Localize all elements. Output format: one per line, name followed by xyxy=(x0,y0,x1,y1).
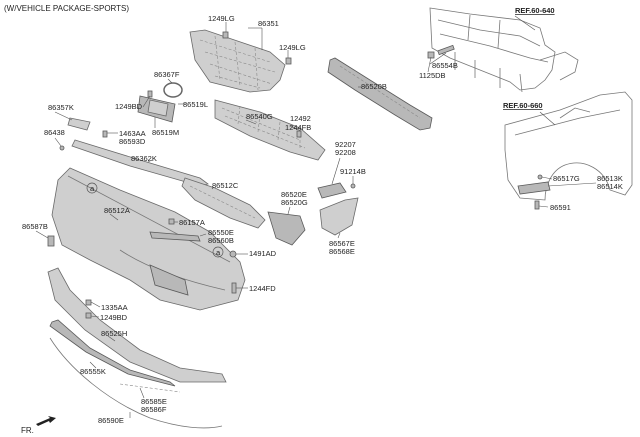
label-86586F: 86586F xyxy=(141,405,167,414)
label-1249BD-b: 1249BD xyxy=(100,313,128,322)
ref-60-640[interactable]: REF.60-640 xyxy=(515,6,555,15)
label-86512A: 86512A xyxy=(104,206,130,215)
callout-a-1 xyxy=(86,182,98,194)
label-86514K: 86514K xyxy=(597,182,623,191)
package-header: (W/VEHICLE PACKAGE-SPORTS) xyxy=(4,4,129,13)
label-86540G: 86540G xyxy=(246,112,273,121)
clip-1249LG-a xyxy=(222,31,229,39)
label-86362K: 86362K xyxy=(131,154,157,163)
clip-86157A xyxy=(168,218,175,225)
label-86438: 86438 xyxy=(44,128,65,137)
bracket-86587B xyxy=(47,235,55,247)
emblem-86367F xyxy=(163,82,183,98)
label-86560B: 86560B xyxy=(208,236,234,245)
label-86351: 86351 xyxy=(258,19,279,28)
screw-1244FD xyxy=(231,282,237,294)
absorber-86520B xyxy=(327,57,433,131)
fender-drawing xyxy=(504,91,633,201)
skid-86555K xyxy=(49,319,176,387)
label-1249LG-a: 1249LG xyxy=(208,14,235,23)
front-bumper-86512A xyxy=(51,167,246,311)
label-12492: 12492 xyxy=(290,114,311,123)
label-86520G: 86520G xyxy=(281,198,308,207)
garnish-86585E xyxy=(119,383,181,393)
callout-a-2 xyxy=(212,246,224,258)
label-86517G: 86517G xyxy=(553,174,580,183)
label-1125DB: 1125DB xyxy=(419,71,446,80)
label-86157A: 86157A xyxy=(179,218,205,227)
label-1335AA: 1335AA xyxy=(101,303,128,312)
label-86585E: 86585E xyxy=(141,397,167,406)
foglamp-92207 xyxy=(317,182,356,199)
label-86357K: 86357K xyxy=(48,103,74,112)
label-86513K: 86513K xyxy=(597,174,623,183)
label-86591: 86591 xyxy=(550,203,571,212)
cover-86567E xyxy=(319,197,359,236)
label-86520B: 86520B xyxy=(361,82,387,91)
lower-grille-86512C xyxy=(181,177,266,229)
label-86568E: 86568E xyxy=(329,247,355,256)
molding-86550E xyxy=(149,231,201,242)
label-86512C: 86512C xyxy=(212,181,239,190)
clip-1463AA xyxy=(102,130,108,138)
label-1491AD: 1491AD xyxy=(249,249,277,258)
label-1463AA: 1463AA xyxy=(119,129,146,138)
radiator-support-drawing xyxy=(429,7,579,93)
clip-1249BD-a xyxy=(147,90,153,98)
clip-1335AA xyxy=(85,299,92,306)
clip-12492 xyxy=(296,130,302,138)
center-grille-86540G xyxy=(214,99,326,161)
screw-86591 xyxy=(534,200,540,210)
label-92207: 92207 xyxy=(335,140,356,149)
label-91214B: 91214B xyxy=(340,167,366,176)
label-86567E: 86567E xyxy=(329,239,355,248)
label-86554B: 86554B xyxy=(432,61,458,70)
label-86367F: 86367F xyxy=(154,70,180,79)
clip-1249LG-b xyxy=(285,57,292,65)
callout-a-1-text: a xyxy=(90,184,95,193)
label-86590E: 86590E xyxy=(98,416,124,425)
front-marker: FR. xyxy=(21,426,34,435)
bracket-86519 xyxy=(137,95,176,123)
label-1249LG-b: 1249LG xyxy=(279,43,306,52)
label-86587B: 86587B xyxy=(22,222,48,231)
label-1244FD: 1244FD xyxy=(249,284,276,293)
label-86525H: 86525H xyxy=(101,329,127,338)
label-92208: 92208 xyxy=(335,148,356,157)
clip-1249BD-b xyxy=(85,312,92,319)
label-1244FB: 1244FB xyxy=(285,123,311,132)
molding-86357K xyxy=(59,117,91,151)
bracket-86520E xyxy=(267,211,306,246)
label-86550E: 86550E xyxy=(208,228,234,237)
lower-lip-86525H xyxy=(47,267,227,383)
front-arrow-icon xyxy=(36,416,56,426)
ref-60-660[interactable]: REF.60-660 xyxy=(503,101,543,110)
label-86555K: 86555K xyxy=(80,367,106,376)
label-86519M: 86519M xyxy=(152,128,179,137)
strip-86590E xyxy=(49,337,223,429)
clip-1491AD xyxy=(229,250,237,258)
label-1249BD-a: 1249BD xyxy=(115,102,143,111)
label-86593D: 86593D xyxy=(119,137,146,146)
label-86520E: 86520E xyxy=(281,190,307,199)
label-86519L: 86519L xyxy=(183,100,208,109)
upper-grille-86351 xyxy=(189,29,286,93)
callout-a-2-text: a xyxy=(216,248,221,257)
